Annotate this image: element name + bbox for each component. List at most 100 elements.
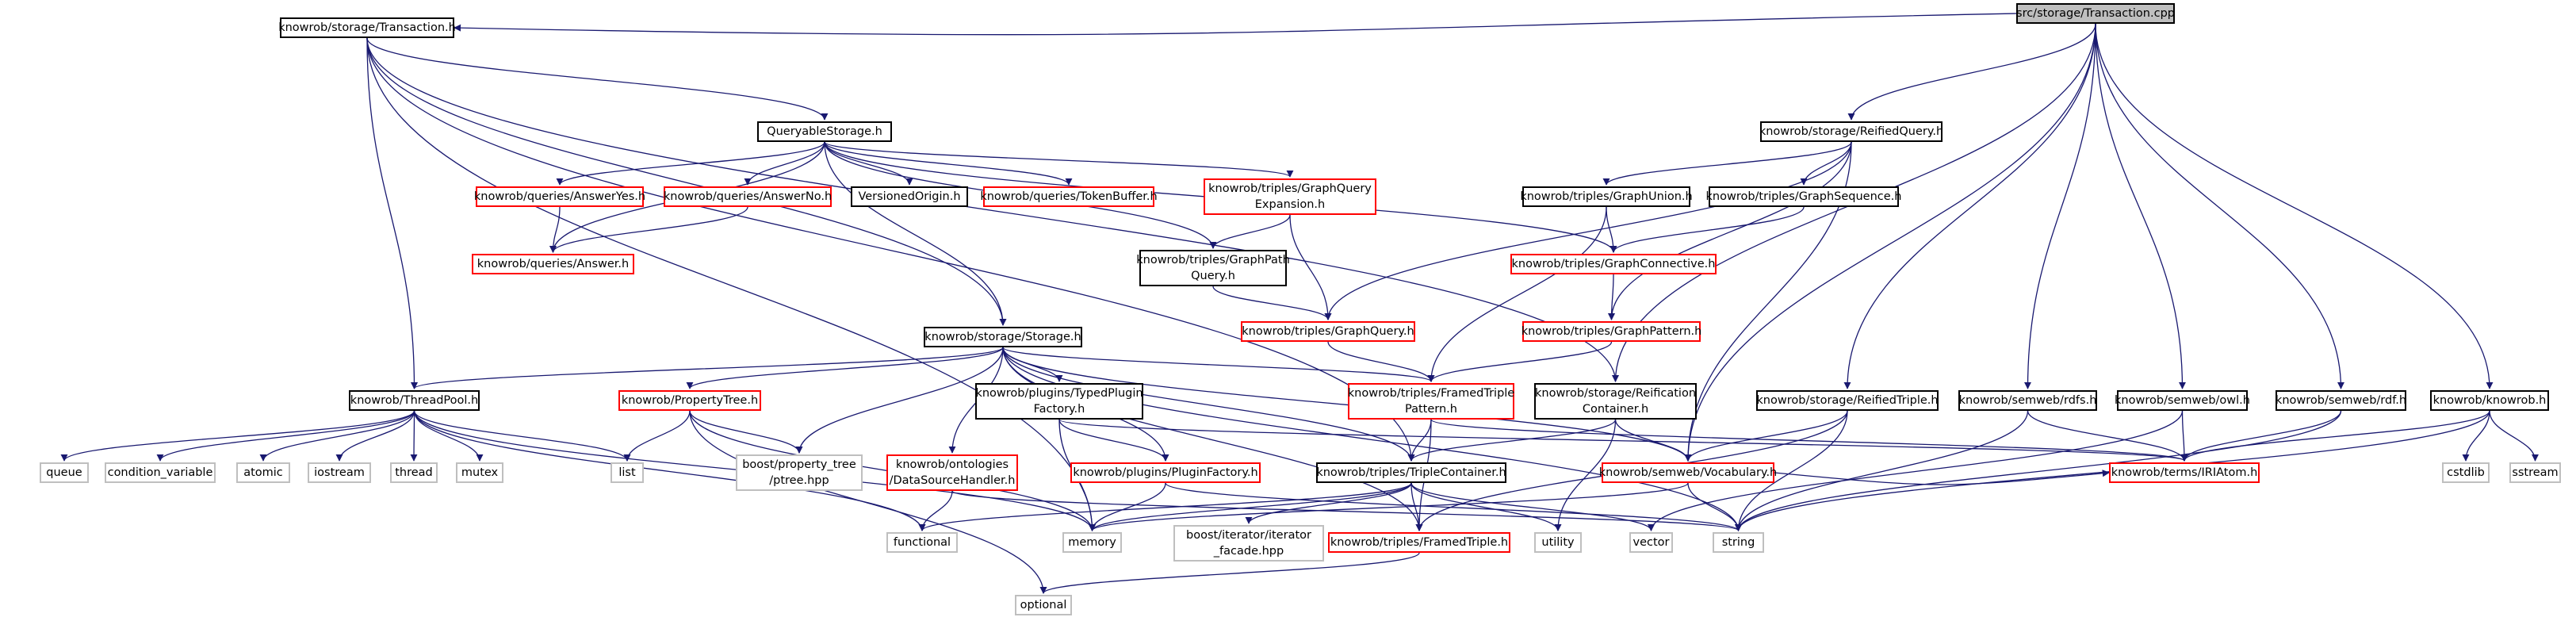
- node-vector[interactable]: vector: [1629, 532, 1673, 553]
- edge-tcont-to-utility: [1410, 482, 1562, 531]
- node-storage[interactable]: knowrob/storage/Storage.h: [924, 327, 1082, 347]
- node-owl[interactable]: knowrob/semweb/owl.h: [2115, 390, 2250, 411]
- node-cstdlib[interactable]: cstdlib: [2442, 462, 2490, 483]
- node-label: knowrob/ThreadPool.h: [350, 394, 479, 407]
- node-label: cstdlib: [2447, 466, 2485, 479]
- node-boostiter[interactable]: boost/iterator/iterator_facade.hpp: [1173, 525, 1324, 562]
- node-label: VersionedOrigin.h: [858, 190, 961, 203]
- node-tpool[interactable]: knowrob/ThreadPool.h: [349, 390, 480, 411]
- node-label: knowrob/semweb/Vocabulary.h: [1598, 466, 1778, 479]
- node-txn[interactable]: knowrob/storage/Transaction.h: [278, 17, 456, 38]
- edge-vocab-to-memory: [1089, 482, 1689, 531]
- node-label: sstream: [2512, 466, 2559, 479]
- edge-txn-to-tpool: [366, 37, 419, 389]
- node-dsh[interactable]: knowrob/ontologies/DataSourceHandler.h: [886, 454, 1018, 491]
- edge-typedplug-to-plugfac: [1058, 419, 1169, 462]
- node-label: mutex: [461, 466, 499, 479]
- edge-rdf-to-string: [1735, 410, 2342, 531]
- edge-reifq-to-gunion: [1602, 141, 1852, 186]
- node-label: knowrob/triples/TripleContainer.h: [1316, 466, 1506, 479]
- node-thread[interactable]: thread: [390, 462, 438, 483]
- node-root[interactable]: src/storage/Transaction.cpp: [2016, 3, 2175, 24]
- edge-root-to-owl: [2095, 23, 2187, 389]
- node-reifq[interactable]: knowrob/storage/ReifiedQuery.h: [1759, 121, 1943, 142]
- node-label: Factory.h: [1033, 403, 1085, 416]
- node-answer[interactable]: knowrob/queries/Answer.h: [472, 254, 634, 274]
- node-functional[interactable]: functional: [886, 532, 958, 553]
- edge-gqexp-to-gpath: [1209, 214, 1291, 249]
- node-mutex[interactable]: mutex: [456, 462, 503, 483]
- node-label: QueryableStorage.h: [767, 125, 882, 138]
- edge-gseq-to-gconn: [1610, 206, 1805, 253]
- edge-storage-to-framedpat: [1002, 347, 1435, 382]
- edge-tpool-to-atomic: [259, 410, 415, 462]
- node-tokbuf[interactable]: knowrob/queries/TokenBuffer.h: [980, 186, 1158, 207]
- edge-storage-to-bptree: [795, 347, 1004, 454]
- node-label: iostream: [314, 466, 365, 479]
- node-label: memory: [1068, 536, 1116, 549]
- node-memory[interactable]: memory: [1062, 532, 1122, 553]
- node-gconn[interactable]: knowrob/triples/GraphConnective.h: [1510, 254, 1717, 274]
- node-framedtrip[interactable]: knowrob/triples/FramedTriple.h: [1328, 532, 1510, 553]
- node-label: queue: [46, 466, 82, 479]
- node-gquery[interactable]: knowrob/triples/GraphQuery.h: [1241, 321, 1415, 342]
- node-rdf[interactable]: knowrob/semweb/rdf.h: [2276, 390, 2406, 411]
- edge-qs-to-vorig: [824, 141, 913, 186]
- node-vorig[interactable]: VersionedOrigin.h: [851, 186, 968, 207]
- node-label: knowrob/storage/Reification: [1534, 387, 1697, 400]
- edge-qs-to-storage: [824, 141, 1007, 326]
- node-label: knowrob/queries/TokenBuffer.h: [980, 190, 1158, 203]
- node-plugfac[interactable]: knowrob/plugins/PluginFactory.h: [1070, 462, 1261, 483]
- edge-txn-to-tcont: [366, 37, 1415, 462]
- edge-knowrob-to-cstdlib: [2462, 410, 2490, 462]
- node-qs[interactable]: QueryableStorage.h: [757, 121, 892, 142]
- node-ptree[interactable]: knowrob/PropertyTree.h: [618, 390, 761, 411]
- node-ano[interactable]: knowrob/queries/AnswerNo.h: [664, 186, 832, 207]
- edge-vocab-to-iriatom: [1774, 470, 2110, 485]
- edge-tcont-to-vector: [1410, 482, 1655, 531]
- node-iostream[interactable]: iostream: [308, 462, 371, 483]
- node-label: functional: [893, 536, 951, 549]
- edge-dsh-to-string: [951, 490, 1742, 531]
- node-gpattern[interactable]: knowrob/triples/GraphPattern.h: [1521, 321, 1702, 342]
- edge-tcont-to-memory: [1089, 482, 1412, 531]
- node-rdfs[interactable]: knowrob/semweb/rdfs.h: [1958, 390, 2097, 411]
- edge-txn-to-qs: [366, 37, 829, 121]
- node-string[interactable]: string: [1713, 532, 1764, 553]
- node-gunion[interactable]: knowrob/triples/GraphUnion.h: [1520, 186, 1693, 207]
- edge-tpool-to-queue: [60, 410, 415, 462]
- node-reiftrip[interactable]: knowrob/storage/ReifiedTriple.h: [1756, 390, 1939, 411]
- node-vocab[interactable]: knowrob/semweb/Vocabulary.h: [1599, 462, 1777, 483]
- edge-tcont-to-functional: [918, 482, 1412, 531]
- node-label: knowrob/triples/GraphPattern.h: [1521, 325, 1702, 338]
- node-tcont[interactable]: knowrob/triples/TripleContainer.h: [1316, 462, 1506, 483]
- node-label: Expansion.h: [1254, 198, 1326, 211]
- node-iriatom[interactable]: knowrob/terms/IRIAtom.h: [2109, 462, 2260, 483]
- node-gseq[interactable]: knowrob/triples/GraphSequence.h: [1706, 186, 1902, 207]
- node-utility[interactable]: utility: [1534, 532, 1582, 553]
- node-atomic[interactable]: atomic: [236, 462, 290, 483]
- node-sstream[interactable]: sstream: [2509, 462, 2561, 483]
- edge-knowrob-to-iriatom: [2180, 410, 2490, 462]
- edge-plugfac-to-string: [1165, 482, 1742, 531]
- node-ayes[interactable]: knowrob/queries/AnswerYes.h: [474, 186, 645, 207]
- edge-storage-to-framedtrip: [1002, 347, 1423, 531]
- node-label: /DataSourceHandler.h: [889, 474, 1016, 487]
- node-list[interactable]: list: [611, 462, 644, 483]
- node-label: condition_variable: [107, 466, 213, 479]
- node-condvar[interactable]: condition_variable: [105, 462, 216, 483]
- node-label: Pattern.h: [1405, 403, 1457, 416]
- node-queue[interactable]: queue: [40, 462, 89, 483]
- node-bptree[interactable]: boost/property_tree/ptree.hpp: [736, 454, 863, 491]
- edge-storage-to-ptree: [686, 347, 1004, 389]
- edge-root-to-vocab: [1684, 23, 2096, 462]
- edge-qs-to-gqexp: [824, 141, 1294, 178]
- node-label: _facade.hpp: [1213, 545, 1284, 558]
- node-knowrob[interactable]: knowrob/knowrob.h: [2430, 390, 2549, 411]
- node-optional[interactable]: optional: [1015, 595, 1072, 615]
